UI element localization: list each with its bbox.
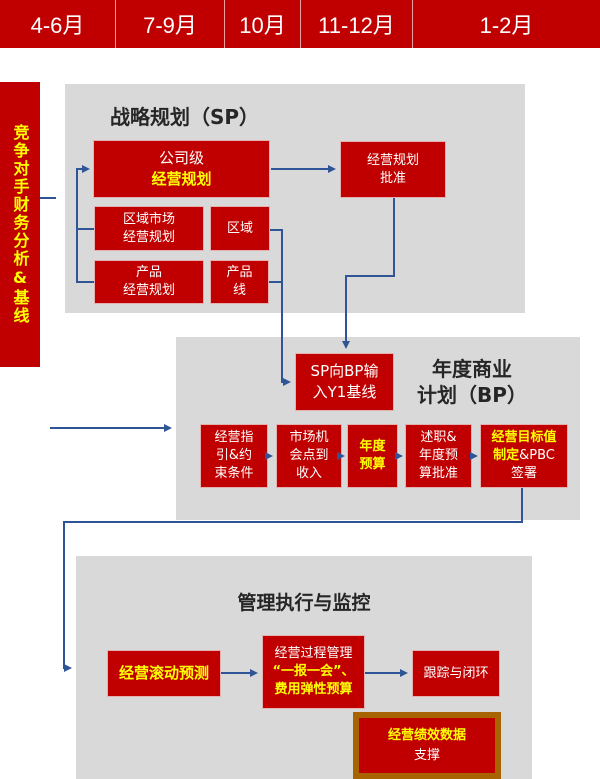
bp-step-annual-budget: 年度 预算 (347, 424, 398, 488)
bp-step-review-line2: 年度预 (418, 448, 458, 463)
rolling-forecast-box: 经营滚动预测 (107, 650, 221, 697)
bp-step-budget-line2: 预算 (359, 457, 386, 472)
product-line-line2: 线 (232, 283, 246, 298)
regional-market-line2: 经营规划 (122, 229, 175, 245)
timeline-cell-apr-jun: 4-6月 (0, 0, 116, 48)
execution-title: 管理执行与监控 (237, 592, 371, 614)
bp-step-market-line3: 收入 (295, 466, 322, 481)
product-line-box: 产品 线 (210, 260, 269, 304)
plan-approval-line2: 批准 (379, 170, 406, 186)
sp-to-bp-line1: SP向BP输 (310, 362, 379, 380)
region-line1: 区域 (226, 220, 253, 236)
regional-market-line1: 区域市场 (122, 211, 175, 227)
bp-step-targets-line3: 签署 (510, 466, 537, 481)
sp-title: 战略规划（SP） (110, 105, 260, 129)
sp-to-bp-input-box: SP向BP输 入Y1基线 (295, 353, 394, 411)
bp-step-guidance-line3: 束条件 (214, 466, 254, 481)
bp-title-line2: 计划（BP） (417, 383, 527, 407)
product-plan-line2: 经营规划 (122, 283, 175, 298)
timeline-cell-oct: 10月 (225, 0, 301, 48)
bp-step-market-revenue: 市场机 会点到 收入 (276, 424, 342, 488)
bp-title: 年度商业 计划（BP） (412, 356, 532, 408)
process-line2: “一报一会”、 (272, 664, 355, 679)
bp-step-market-line2: 会点到 (289, 448, 329, 463)
bp-step-guidance-line2: 引&约 (215, 448, 253, 463)
tracking-label: 跟踪与闭环 (423, 665, 489, 681)
bp-step-targets-line2a: 制定 (493, 448, 520, 463)
bp-step-market-line1: 市场机 (289, 430, 329, 445)
sp-to-bp-line2: 入Y1基线 (312, 383, 377, 401)
product-plan-line1: 产品 (135, 265, 162, 280)
company-plan-line2: 经营规划 (151, 170, 212, 188)
bp-step-targets-pbc: 经营目标值 制定&PBC 签署 (480, 424, 568, 488)
product-line-line1: 产品 (226, 265, 253, 280)
bp-step-targets-line1: 经营目标值 (491, 430, 557, 445)
plan-approval-box: 经营规划 批准 (340, 141, 446, 198)
timeline-cell-jul-sep: 7-9月 (116, 0, 225, 48)
bp-step-targets-line2b: &PBC (519, 448, 555, 463)
tracking-closure-box: 跟踪与闭环 (412, 650, 500, 697)
bp-step-guidance: 经营指 引&约 束条件 (200, 424, 268, 488)
bp-step-guidance-line1: 经营指 (214, 430, 254, 445)
product-plan-box: 产品 经营规划 (94, 260, 204, 304)
bp-step-budget-line1: 年度 (359, 439, 386, 454)
region-box: 区域 (210, 206, 270, 251)
company-plan-line1: 公司级 (158, 149, 204, 167)
bp-step-review-approval: 述职& 年度预 算批准 (405, 424, 472, 488)
data-support-line2: 支撑 (413, 747, 440, 763)
plan-approval-line1: 经营规划 (366, 152, 419, 168)
bp-title-line1: 年度商业 (432, 357, 512, 381)
data-support-line1: 经营绩效数据 (387, 727, 466, 743)
competitor-analysis-bar: 竞争对手财务分析&基线 (0, 82, 40, 367)
timeline-cell-nov-dec: 11-12月 (301, 0, 413, 48)
process-line3: 费用弹性预算 (274, 682, 353, 697)
process-management-box: 经营过程管理 “一报一会”、 费用弹性预算 (262, 635, 365, 709)
bp-step-review-line1: 述职& (420, 430, 457, 445)
rolling-forecast-label: 经营滚动预测 (118, 664, 209, 682)
performance-data-support-box: 经营绩效数据 支撑 (353, 712, 501, 779)
regional-market-plan-box: 区域市场 经营规划 (94, 206, 204, 251)
bp-step-review-line3: 算批准 (418, 466, 458, 481)
company-plan-box: 公司级 经营规划 (93, 140, 270, 198)
timeline-cell-jan-feb: 1-2月 (413, 0, 600, 48)
process-line1: 经营过程管理 (274, 646, 353, 661)
